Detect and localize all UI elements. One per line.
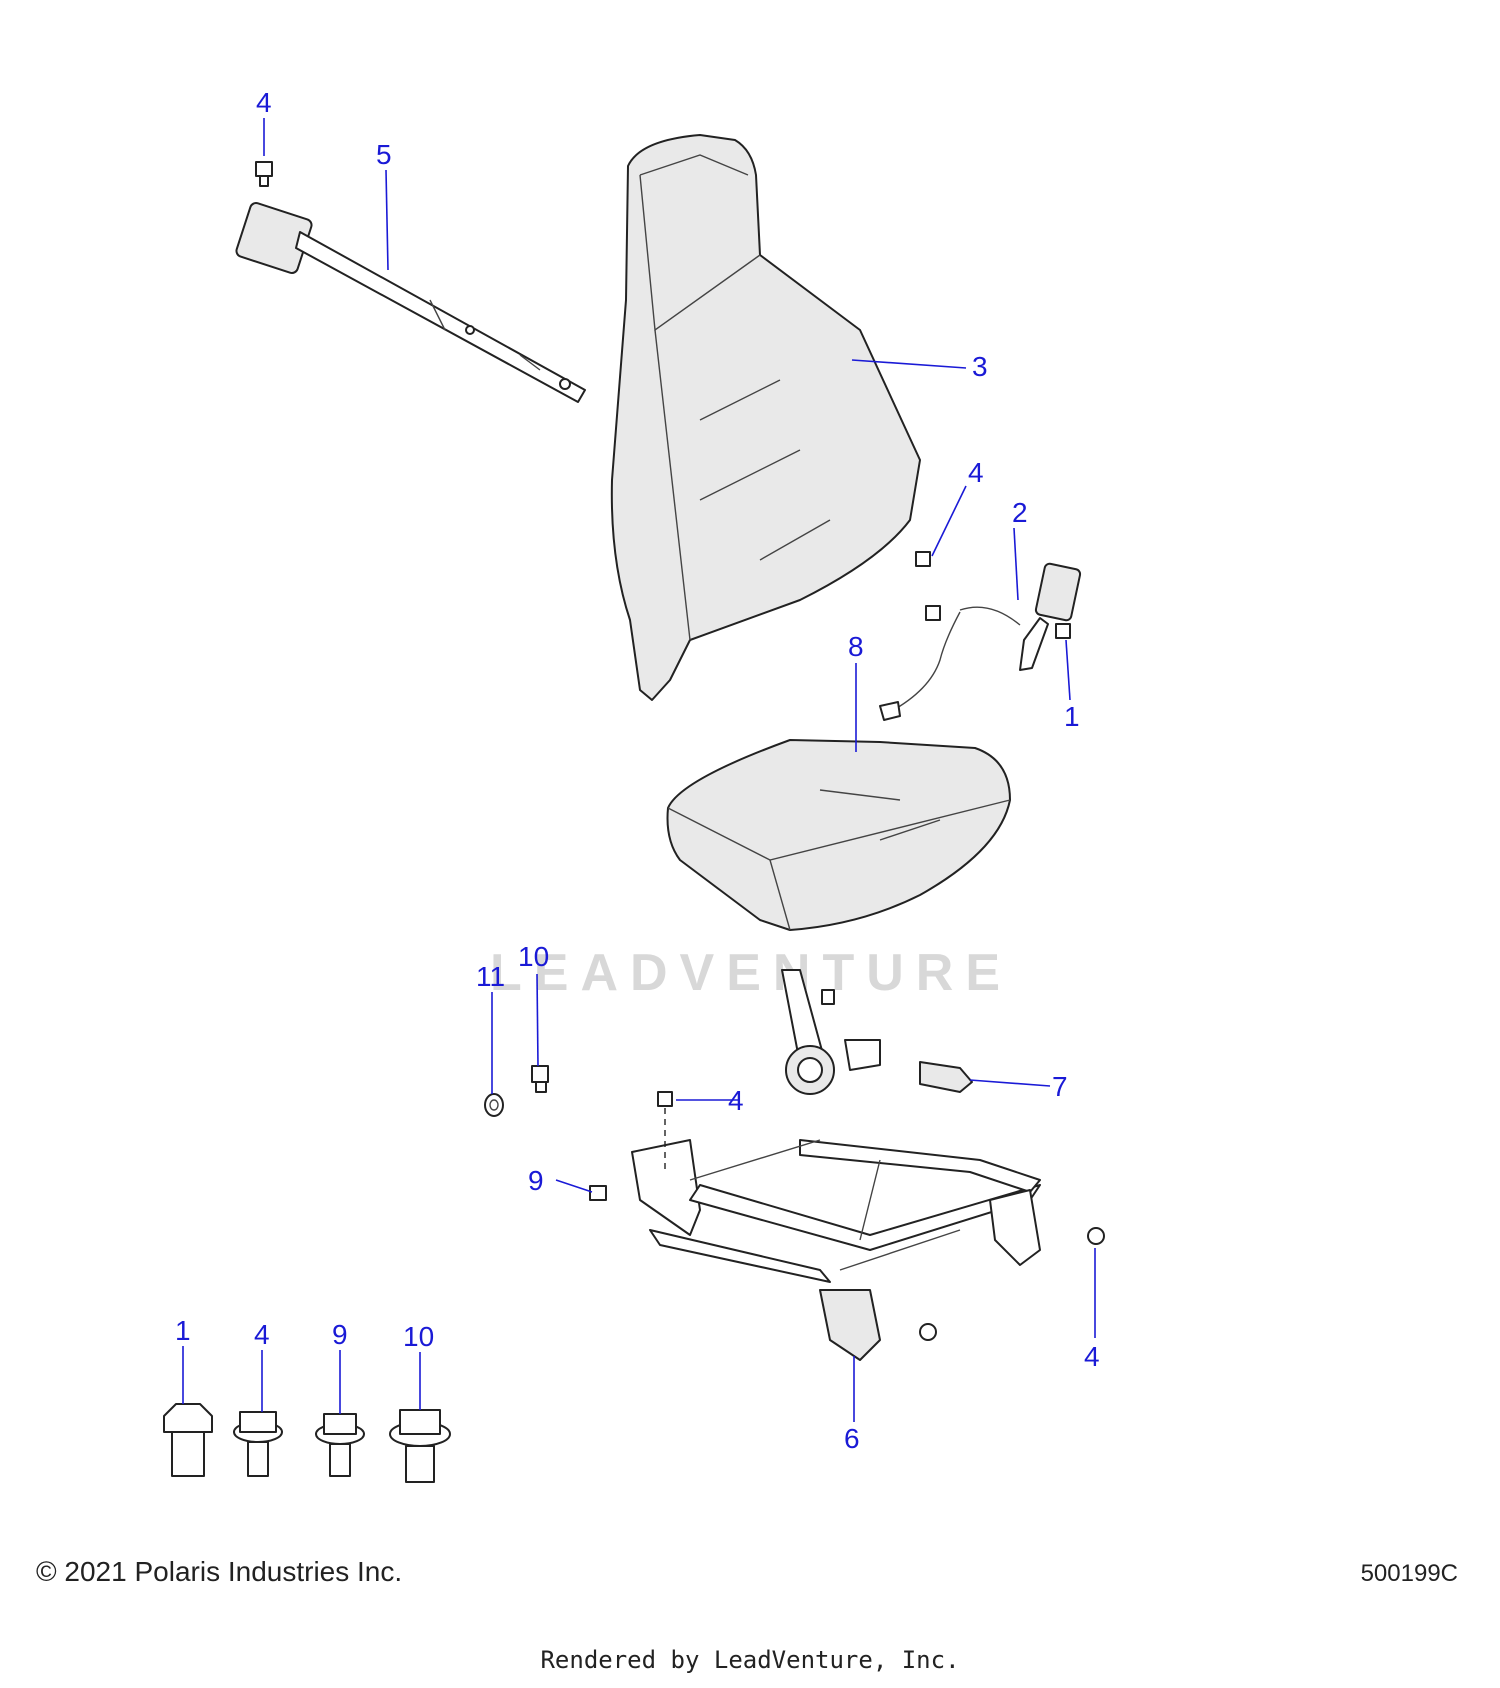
- bolt-10-detail[interactable]: [389, 1409, 451, 1483]
- watermark: LEADVENTURE: [490, 944, 1012, 1002]
- bolt-10-top[interactable]: [531, 1065, 549, 1093]
- nut-4-frame-right[interactable]: [1087, 1227, 1105, 1245]
- callout-1-mid: 1: [1064, 701, 1080, 732]
- bolt-4-top[interactable]: [255, 161, 273, 187]
- bolt-4-mid[interactable]: [915, 551, 931, 567]
- callout-6: 6: [844, 1423, 860, 1454]
- callout-10-detail: 10: [403, 1321, 434, 1352]
- callout-4-detail: 4: [254, 1319, 270, 1350]
- callout-1-detail: 1: [175, 1315, 191, 1346]
- bolt-1-detail[interactable]: [163, 1403, 213, 1477]
- callout-5: 5: [376, 139, 392, 170]
- callout-9-frame: 9: [528, 1165, 544, 1196]
- bolt-9-detail[interactable]: [315, 1413, 365, 1477]
- callout-4-top: 4: [256, 87, 272, 118]
- bolt-unlabeled-mid[interactable]: [925, 605, 941, 621]
- bolt-1-mid[interactable]: [1055, 623, 1071, 639]
- nut-unlabeled-frame[interactable]: [919, 1323, 937, 1341]
- seat-frame-part[interactable]: [631, 969, 1041, 1361]
- seat-belt-strap-part[interactable]: [235, 201, 586, 403]
- bolt-4-detail[interactable]: [233, 1411, 283, 1477]
- washer-11[interactable]: [484, 1093, 504, 1117]
- callout-2: 2: [1012, 497, 1028, 528]
- callout-4-frame: 4: [728, 1085, 744, 1116]
- bolt-9-frame[interactable]: [589, 1185, 607, 1201]
- callout-4-right: 4: [1084, 1341, 1100, 1372]
- bolt-4-frame-top[interactable]: [821, 989, 835, 1005]
- callout-7: 7: [1052, 1071, 1068, 1102]
- copyright-text: © 2021 Polaris Industries Inc.: [36, 1556, 403, 1587]
- callout-10-top: 10: [518, 941, 549, 972]
- slider-handle-part[interactable]: [919, 1061, 973, 1093]
- diagram-id: 500199C: [1360, 1560, 1458, 1587]
- seat-belt-buckle-part[interactable]: [879, 562, 1082, 721]
- callout-8: 8: [848, 631, 864, 662]
- rendered-by-text: Rendered by LeadVenture, Inc.: [540, 1646, 960, 1674]
- callout-11: 11: [476, 961, 505, 992]
- bolt-4-frame-left[interactable]: [657, 1091, 673, 1107]
- seat-cushion-part[interactable]: [666, 739, 1011, 931]
- callout-4-mid: 4: [968, 457, 984, 488]
- callout-3: 3: [972, 351, 988, 382]
- callout-9-detail: 9: [332, 1319, 348, 1350]
- seat-back-part[interactable]: [610, 134, 921, 701]
